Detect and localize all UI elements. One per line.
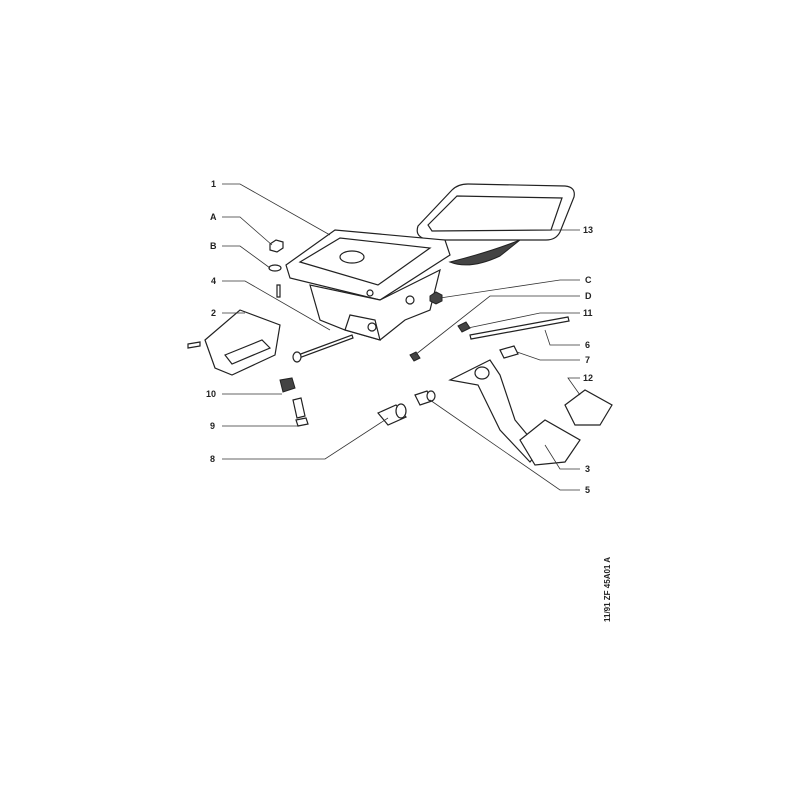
- label-C: C: [585, 275, 592, 285]
- label-4: 4: [211, 276, 216, 286]
- label-3: 3: [585, 464, 590, 474]
- label-7: 7: [585, 355, 590, 365]
- part-B-washer: [268, 264, 282, 272]
- part-1-pedal-box: [285, 229, 451, 341]
- diagram-reference-code: 11/91 ZF 45A01 A: [603, 557, 612, 622]
- part-4-bolt: [292, 334, 354, 363]
- part-A-nut: [269, 239, 284, 253]
- label-12: 12: [583, 373, 593, 383]
- part-2-bracket: [187, 309, 281, 376]
- part-13-gasket: [416, 183, 575, 266]
- part-3-pedal: [448, 359, 581, 466]
- part-9-bolt: [292, 397, 309, 427]
- part-10-bush: [279, 377, 296, 393]
- part-6-pin: [469, 316, 570, 340]
- label-13: 13: [583, 225, 593, 235]
- label-11: 11: [583, 308, 593, 318]
- part-12-pad: [564, 389, 613, 426]
- label-D: D: [585, 291, 592, 301]
- label-B: B: [210, 241, 217, 251]
- label-6: 6: [585, 340, 590, 350]
- part-D-clip: [409, 351, 421, 362]
- part-C-nut: [429, 291, 443, 305]
- pin: [276, 284, 281, 298]
- leader-lines: [222, 183, 581, 491]
- part-11-clip: [457, 321, 471, 333]
- part-7-bush: [499, 345, 519, 359]
- label-1: 1: [211, 179, 216, 189]
- label-2: 2: [211, 308, 216, 318]
- label-A: A: [210, 212, 217, 222]
- label-8: 8: [210, 454, 215, 464]
- label-5: 5: [585, 485, 590, 495]
- label-10: 10: [206, 389, 216, 399]
- part-5-bush: [414, 390, 436, 406]
- label-9: 9: [210, 421, 215, 431]
